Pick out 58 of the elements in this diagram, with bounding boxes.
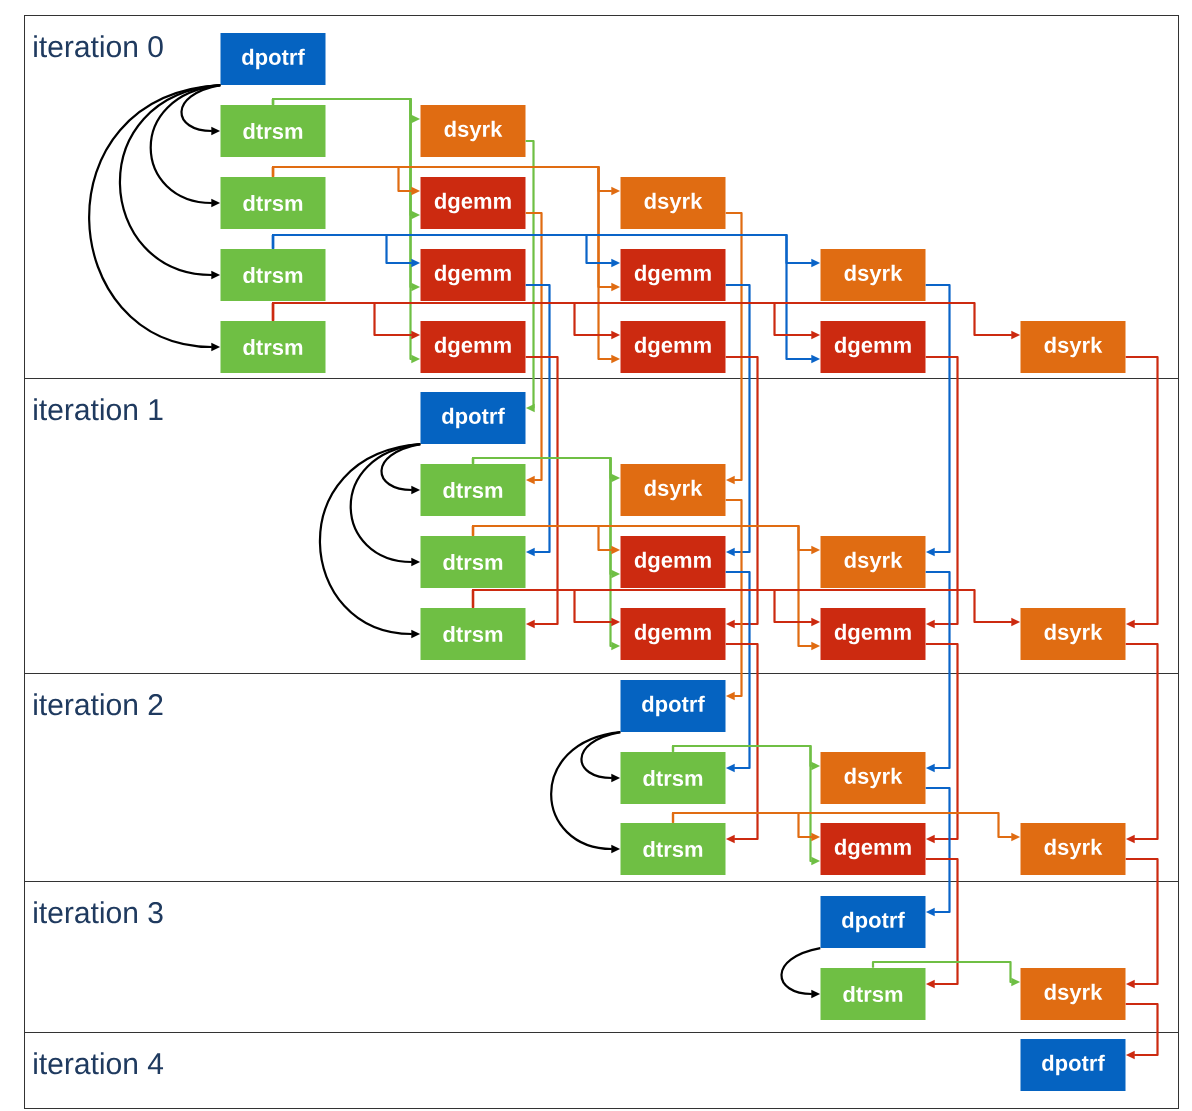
arrow: [925, 786, 951, 917]
task-box: dsyrk: [620, 177, 726, 229]
task-box: dtrsm: [220, 321, 326, 373]
task-box: dsyrk: [820, 536, 926, 588]
task-box: dsyrk: [420, 105, 526, 157]
task-box: dgemm: [620, 321, 726, 373]
arrow: [1125, 857, 1159, 989]
node-label: dgemm: [634, 264, 711, 286]
task-box: dtrsm: [220, 177, 326, 229]
task-box: dtrsm: [220, 105, 326, 157]
task-box: dtrsm: [620, 752, 726, 804]
arrow: [725, 211, 743, 485]
arrow: [525, 139, 536, 413]
task-box: dsyrk: [1020, 823, 1126, 875]
task-box: dgemm: [820, 608, 926, 660]
task-box: dsyrk: [1020, 968, 1126, 1020]
arrow: [725, 283, 751, 557]
arrow: [925, 355, 959, 629]
task-box: dgemm: [620, 249, 726, 301]
task-box: dtrsm: [420, 464, 526, 516]
task-box: dgemm: [420, 177, 526, 229]
task-box: dtrsm: [420, 536, 526, 588]
arrow: [725, 355, 759, 629]
task-box: dsyrk: [1020, 321, 1126, 373]
task-box: dtrsm: [420, 608, 526, 660]
node-label: dgemm: [434, 264, 511, 286]
arrow: [1125, 642, 1159, 844]
arrow: [525, 355, 559, 629]
arrow: [925, 570, 951, 773]
arrow: [525, 283, 551, 557]
task-box: dsyrk: [1020, 608, 1126, 660]
arrow: [925, 283, 951, 557]
arrow: [725, 570, 751, 773]
arrow: [525, 211, 543, 485]
task-box: dsyrk: [820, 249, 926, 301]
arrow: [925, 857, 959, 989]
task-box: dpotrf: [620, 680, 726, 732]
task-box: dtrsm: [820, 968, 926, 1020]
task-box: dgemm: [420, 321, 526, 373]
arrow: [925, 642, 959, 844]
task-box: dtrsm: [220, 249, 326, 301]
arrow: [725, 498, 743, 701]
task-box: dgemm: [420, 249, 526, 301]
task-box: dgemm: [820, 823, 926, 875]
task-box: dtrsm: [620, 823, 726, 875]
task-box: dpotrf: [820, 896, 926, 948]
task-box: dgemm: [820, 321, 926, 373]
task-box: dgemm: [620, 536, 726, 588]
task-box: dgemm: [620, 608, 726, 660]
task-box: dsyrk: [620, 464, 726, 516]
node-label: dgemm: [634, 551, 711, 573]
task-box: dpotrf: [1020, 1039, 1126, 1091]
arrow: [725, 642, 759, 844]
arrow: [1125, 1002, 1159, 1060]
task-box: dsyrk: [820, 752, 926, 804]
task-box: dpotrf: [420, 392, 526, 444]
arrow: [1125, 355, 1159, 629]
task-box: dpotrf: [220, 33, 326, 85]
